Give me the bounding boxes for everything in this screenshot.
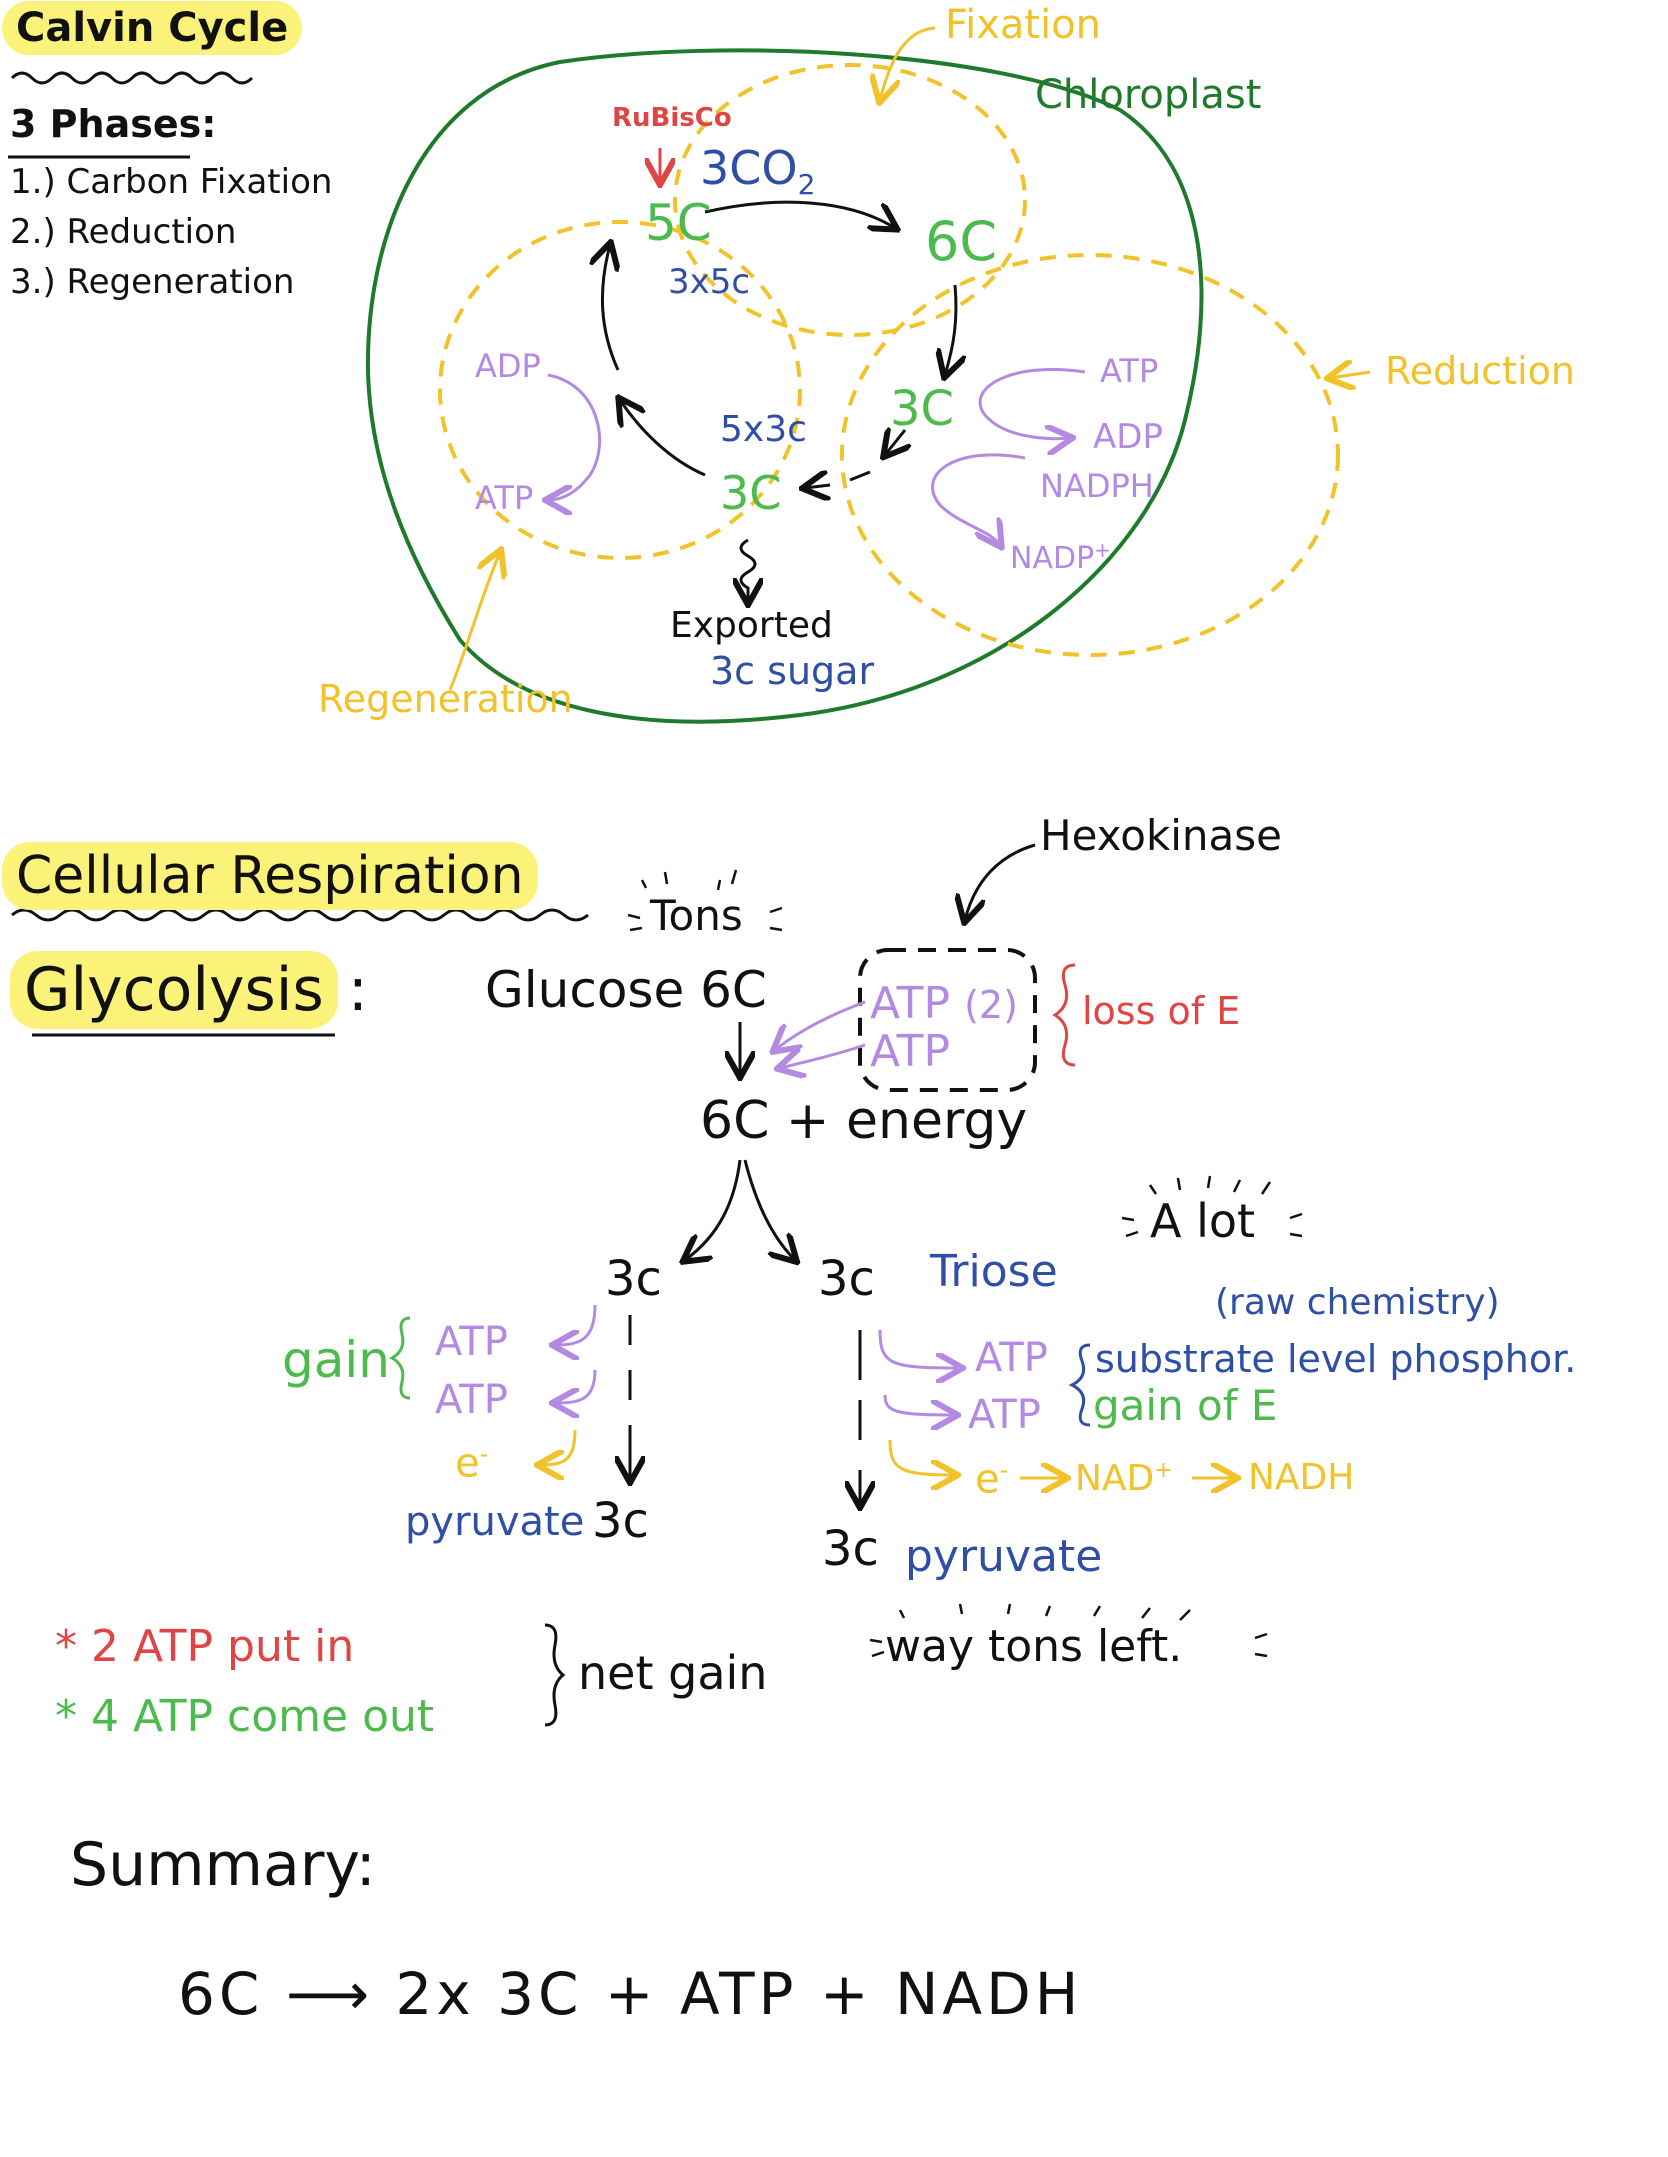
summary-equation: 6C ⟶ 2x 3C + ATP + NADH xyxy=(178,1960,1083,2028)
hexokinase-label: Hexokinase xyxy=(1040,811,1283,860)
right-atp-hook-1 xyxy=(878,1329,960,1368)
split-right-arrow xyxy=(743,1159,795,1260)
right-e-hook xyxy=(888,1439,955,1475)
3x5c-label: 3x5c xyxy=(668,262,751,302)
way-tons-burst xyxy=(869,1603,1268,1658)
atp-right-label: ATP xyxy=(1100,352,1159,390)
gain-label: gain xyxy=(282,1331,390,1389)
left-e-hook xyxy=(540,1429,577,1465)
atp-adp-curve-right xyxy=(978,368,1086,439)
triose-label: Triose xyxy=(930,1246,1058,1297)
co2-label: 3CO2 xyxy=(700,141,816,202)
substrate-brace xyxy=(1068,1343,1091,1427)
reduction-pointer xyxy=(1330,372,1371,378)
adp-left-label: ADP xyxy=(475,347,541,385)
adp-atp-curve-left xyxy=(548,373,602,500)
loss-brace xyxy=(1052,963,1076,1067)
regeneration-label: Regeneration xyxy=(318,677,573,721)
pyruvate-right-3c: 3c xyxy=(822,1521,879,1577)
right-atp-hook-2 xyxy=(883,1394,955,1415)
3c-right-label: 3C xyxy=(890,381,955,437)
phase-item: 1.) Carbon Fixation xyxy=(10,162,333,202)
pyruvate-left-label: pyruvate xyxy=(405,1499,585,1545)
right-e-label: e- xyxy=(975,1456,1009,1503)
left-3c-label: 3c xyxy=(605,1251,662,1307)
left-atp-2: ATP xyxy=(435,1377,508,1423)
atp-box-2: ATP xyxy=(870,1026,951,1077)
glycolysis-title: Glycolysis: xyxy=(10,951,368,1029)
reduction-label: Reduction xyxy=(1385,349,1575,393)
3c-sugar-label: 3c sugar xyxy=(710,649,875,693)
pyruvate-right-label: pyruvate xyxy=(905,1531,1103,1582)
left-e-label: e- xyxy=(455,1440,489,1487)
split-left-arrow xyxy=(685,1159,742,1260)
nadp-label: NADP+ xyxy=(1010,538,1111,576)
squiggle-export xyxy=(741,538,755,602)
arrow-5c-to-6c xyxy=(704,200,895,228)
raw-chemistry-label: (raw chemistry) xyxy=(1215,1282,1500,1323)
right-atp-1: ATP xyxy=(975,1335,1048,1381)
nad-label: NAD+ xyxy=(1075,1458,1173,1499)
reduction-circle xyxy=(840,253,1340,657)
3c-mid-label: 3C xyxy=(720,466,782,520)
5x3c-label: 5x3c xyxy=(720,409,807,450)
tons-burst xyxy=(627,869,783,932)
substrate-label: substrate level phosphor. xyxy=(1095,1337,1577,1381)
arrow-up-to-5c xyxy=(602,245,618,371)
atp-dashed-box xyxy=(858,948,1037,1092)
tons-label: Tons xyxy=(650,891,743,940)
phase-item: 3.) Regeneration xyxy=(10,262,295,302)
arrow-3c-to-5x3c xyxy=(620,400,706,477)
loss-of-e-label: loss of E xyxy=(1082,989,1241,1033)
calvin-title-squiggle xyxy=(10,71,254,85)
arrow-into-3c-mid xyxy=(805,472,871,488)
chloroplast-outline xyxy=(365,48,1204,724)
atp-come-out-label: * 4 ATP come out xyxy=(55,1691,435,1742)
energy-label: 6C + energy xyxy=(700,1091,1028,1151)
net-gain-brace xyxy=(544,1623,566,1727)
nadh-label: NADH xyxy=(1248,1457,1355,1498)
5c-label: 5C xyxy=(645,194,712,252)
left-atp-1: ATP xyxy=(435,1319,508,1365)
nadph-label: NADPH xyxy=(1040,467,1154,505)
fixation-circle xyxy=(673,63,1027,337)
atp-left-label: ATP xyxy=(475,479,534,517)
rubisco-label: RuBisCo xyxy=(612,103,732,133)
exported-label: Exported xyxy=(670,605,833,646)
a-lot-burst xyxy=(1121,1175,1303,1238)
hexokinase-arrow xyxy=(965,843,1036,920)
atp-in-arrow-2 xyxy=(780,1043,866,1068)
6c-label: 6C xyxy=(925,210,998,273)
way-tons-left-label: way tons left. xyxy=(885,1621,1183,1672)
nadph-curve xyxy=(931,453,1026,545)
adp-right-label: ADP xyxy=(1093,417,1163,457)
glucose-label: Glucose 6C xyxy=(485,961,767,1019)
chloroplast-label: Chloroplast xyxy=(1035,72,1262,118)
summary-title: Summary: xyxy=(70,1830,376,1900)
phases-heading: 3 Phases: xyxy=(10,102,217,146)
respiration-title-squiggle xyxy=(11,908,589,922)
calvin-title: Calvin Cycle xyxy=(2,1,303,55)
fixation-pointer xyxy=(880,26,936,100)
right-atp-2: ATP xyxy=(968,1392,1041,1438)
left-atp-hook-1 xyxy=(555,1304,597,1345)
phase-item: 2.) Reduction xyxy=(10,212,237,252)
atp-box-1: ATP (2) xyxy=(870,978,1018,1029)
gain-brace xyxy=(388,1316,411,1400)
net-gain-label: net gain xyxy=(578,1646,768,1700)
arrow-3c-to-mid xyxy=(885,430,905,455)
fixation-label: Fixation xyxy=(945,2,1102,48)
gain-of-e-label: gain of E xyxy=(1093,1381,1278,1430)
respiration-title: Cellular Respiration xyxy=(2,842,538,910)
atp-put-in-label: * 2 ATP put in xyxy=(55,1621,355,1672)
right-3c-label: 3c xyxy=(818,1251,875,1307)
a-lot-label: A lot xyxy=(1150,1194,1256,1248)
pyruvate-left-3c: 3c xyxy=(592,1493,649,1549)
arrow-6c-to-3c xyxy=(945,284,956,375)
regeneration-circle xyxy=(438,220,802,560)
atp-in-arrow-1 xyxy=(775,1000,866,1050)
left-atp-hook-2 xyxy=(555,1369,597,1403)
regeneration-pointer xyxy=(448,552,500,691)
